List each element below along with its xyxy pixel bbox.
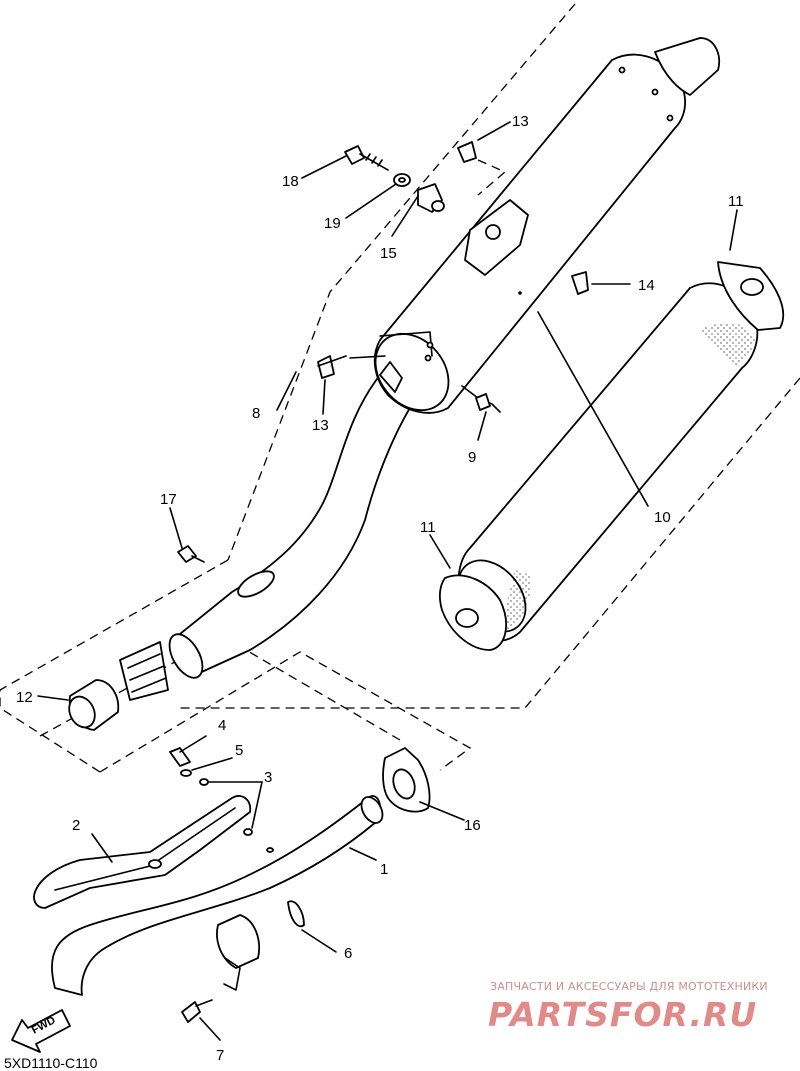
callout-12: 12 xyxy=(16,689,33,706)
leader-lines xyxy=(37,121,738,1041)
callout-6: 6 xyxy=(344,945,352,962)
gasket-bottom xyxy=(438,574,507,651)
assembly-outline xyxy=(0,3,800,773)
callout-3: 3 xyxy=(264,769,272,786)
callout-13-mid: 13 xyxy=(312,417,329,434)
callout-2: 2 xyxy=(72,817,80,834)
callout-8: 8 xyxy=(252,405,260,422)
header-pipe xyxy=(51,795,384,996)
callout-1: 1 xyxy=(380,861,388,878)
watermark: ЗАПЧАСТИ И АКСЕССУАРЫ ДЛЯ МОТОТЕХНИКИ PA… xyxy=(488,980,768,1034)
callout-labels: 1 2 3 4 5 6 7 8 9 10 11 11 12 13 13 14 1… xyxy=(16,113,744,1064)
callout-13-top: 13 xyxy=(512,113,529,130)
callout-15: 15 xyxy=(380,245,397,262)
heat-protector xyxy=(33,795,252,909)
callout-18: 18 xyxy=(282,173,299,190)
watermark-subtitle: ЗАПЧАСТИ И АКСЕССУАРЫ ДЛЯ МОТОТЕХНИКИ xyxy=(490,980,768,993)
figure-code: 5XD1110-C110 xyxy=(4,1055,98,1071)
muffler-assembly xyxy=(119,37,720,701)
callout-11-top: 11 xyxy=(728,193,744,210)
callout-5: 5 xyxy=(235,742,243,759)
sleeve-12 xyxy=(68,679,120,731)
fasteners xyxy=(169,141,589,1023)
callout-17: 17 xyxy=(160,491,177,508)
gasket-top xyxy=(717,261,785,331)
callout-11-bottom: 11 xyxy=(420,519,436,536)
callout-10: 10 xyxy=(654,509,671,526)
watermark-brand: PARTSFOR.RU xyxy=(488,995,757,1034)
callout-19: 19 xyxy=(324,215,341,232)
callout-4: 4 xyxy=(218,717,226,734)
callout-9: 9 xyxy=(468,449,476,466)
forward-arrow-icon: FWD xyxy=(11,1009,71,1053)
callout-14: 14 xyxy=(638,277,655,294)
callout-7: 7 xyxy=(216,1047,224,1064)
callout-16: 16 xyxy=(464,817,481,834)
